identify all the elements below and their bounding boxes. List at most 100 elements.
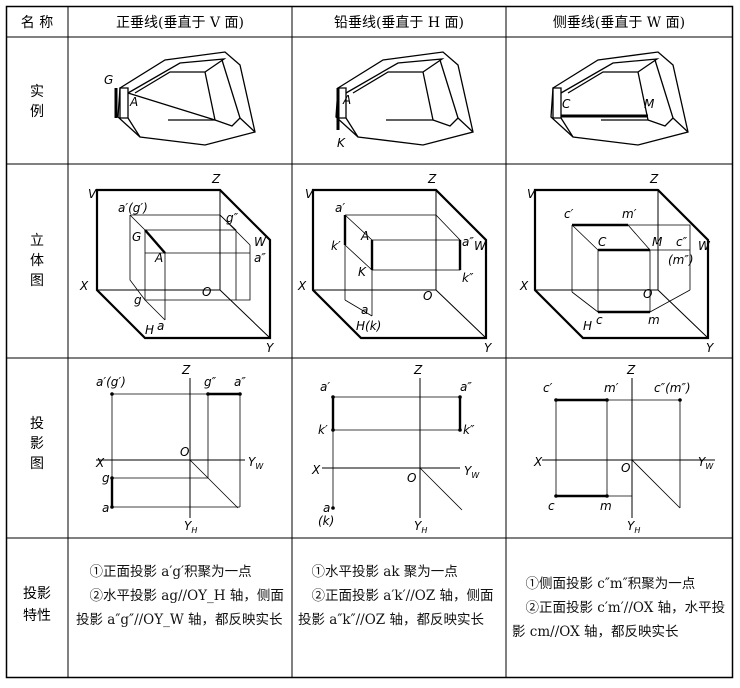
s3-M: M xyxy=(652,235,663,249)
p2-a1: a′ xyxy=(320,380,330,394)
label-A: A xyxy=(129,95,138,109)
s2-k2: k″ xyxy=(462,271,474,285)
desc-col3: ①侧面投影 c″m″积聚为一点 ②正面投影 c′m′//OX 轴，水平投影 cm… xyxy=(512,572,728,644)
proj-diagram-1 xyxy=(96,378,245,518)
p1-g2: g″ xyxy=(204,375,217,389)
row-solid-1: 立 xyxy=(30,233,44,249)
row-proj-2: 影 xyxy=(30,436,44,452)
s2-W: W xyxy=(474,239,487,253)
p3-YW: YW xyxy=(698,455,714,471)
s2-a1: a′ xyxy=(335,201,345,215)
s3-c2: c″ xyxy=(676,235,688,249)
p2-X: X xyxy=(311,463,321,477)
s2-Z: Z xyxy=(427,172,437,186)
p2-YH: YH xyxy=(414,519,427,535)
p2-O: O xyxy=(407,471,416,485)
s3-m: m xyxy=(648,313,660,327)
s1-G: G xyxy=(132,230,141,244)
s3-W: W xyxy=(698,239,711,253)
s1-O: O xyxy=(202,285,211,299)
s2-Hk: H(k) xyxy=(356,319,381,333)
row-prop-2: 特性 xyxy=(23,608,51,624)
s2-X: X xyxy=(297,279,307,293)
p2-k1: k′ xyxy=(318,423,328,437)
p2-k: (k) xyxy=(318,514,334,528)
desc-col2-1: ①水平投影 ak 聚为一点 xyxy=(311,564,458,580)
p3-X: X xyxy=(533,455,543,469)
s1-X: X xyxy=(79,279,89,293)
s2-a: a xyxy=(361,303,368,317)
s2-K: K xyxy=(358,265,367,279)
header-col3: 侧垂线(垂直于 W 面) xyxy=(553,14,685,31)
p3-O: O xyxy=(621,461,630,475)
s2-V: V xyxy=(305,187,314,201)
row-prop-1: 投影 xyxy=(23,586,51,602)
row-proj-3: 图 xyxy=(30,456,44,472)
header-col1: 正垂线(垂直于 V 面) xyxy=(116,14,244,31)
s1-W: W xyxy=(254,235,267,249)
s1-g2: g″ xyxy=(226,211,239,225)
solid-diagram-2 xyxy=(311,188,488,340)
desc-col1-2: ②水平投影 ag//OY_H 轴，侧面投影 a″g″//OY_W 轴，都反映实长 xyxy=(76,588,284,628)
s2-k1: k′ xyxy=(331,239,341,253)
example-solid-2 xyxy=(335,51,474,146)
s1-V: V xyxy=(88,187,97,201)
p1-a: a xyxy=(102,501,109,515)
desc-col3-1: ①侧面投影 c″m″积聚为一点 xyxy=(525,576,696,592)
row-proj-1: 投 xyxy=(30,416,44,432)
header-name: 名 称 xyxy=(21,15,53,31)
desc-col1: ①正面投影 a′g′积聚为一点 ②水平投影 ag//OY_H 轴，侧面投影 a″… xyxy=(76,560,286,632)
p1-ag: a′(g′) xyxy=(96,375,126,389)
p2-Z: Z xyxy=(413,363,423,377)
label-K: K xyxy=(337,136,346,150)
s3-Z: Z xyxy=(649,172,659,186)
p2-a2: a″ xyxy=(460,380,472,394)
desc-col2: ①水平投影 ak 聚为一点 ②正面投影 a′k′//OZ 轴，侧面投影 a″k″… xyxy=(298,560,502,632)
p3-m: m xyxy=(600,499,612,513)
s1-a2: a″ xyxy=(254,251,266,265)
s3-c1: c′ xyxy=(564,207,574,221)
p1-X: X xyxy=(95,456,105,470)
solid-diagram-1 xyxy=(95,188,272,340)
row-solid-2: 体 xyxy=(30,253,44,269)
s3-V: V xyxy=(527,187,536,201)
example-solid-3 xyxy=(550,51,689,146)
s3-C: C xyxy=(598,235,607,249)
table-grid xyxy=(5,5,734,679)
s2-Y: Y xyxy=(484,341,493,355)
p2-k2: k″ xyxy=(463,423,475,437)
desc-col2-2: ②正面投影 a′k′//OZ 轴，侧面投影 a″k″//OZ 轴，都反映实长 xyxy=(298,588,494,628)
row-example-1: 实 xyxy=(30,84,44,100)
s3-m2p: (m″) xyxy=(668,253,694,267)
p1-Z: Z xyxy=(181,363,191,377)
p3-m1: m′ xyxy=(604,381,619,395)
p1-YH: YH xyxy=(184,519,197,535)
p3-Z: Z xyxy=(626,363,636,377)
s3-m1: m′ xyxy=(622,207,637,221)
example-solid-1 xyxy=(117,51,256,146)
s1-H: H xyxy=(145,323,154,337)
s1-Y: Y xyxy=(266,341,275,355)
s2-O: O xyxy=(423,289,432,303)
s1-Z: Z xyxy=(211,172,221,186)
p3-c: c xyxy=(548,499,555,513)
s1-ag: a′(g′) xyxy=(118,201,148,215)
header-col2: 铅垂线(垂直于 H 面) xyxy=(334,14,464,31)
s1-A: A xyxy=(154,251,163,265)
label-M: M xyxy=(644,97,655,111)
p1-O: O xyxy=(180,445,189,459)
row-solid-3: 图 xyxy=(30,273,44,289)
s3-Y: Y xyxy=(706,341,715,355)
p1-YW: YW xyxy=(248,455,264,471)
label-A2: A xyxy=(342,93,351,107)
p3-c2m2: c″(m″) xyxy=(654,381,691,395)
s2-A: A xyxy=(360,229,369,243)
s3-O: O xyxy=(643,287,652,301)
desc-col3-2: ②正面投影 c′m′//OX 轴，水平投影 cm//OX 轴，都反映实长 xyxy=(512,600,726,640)
s2-a2: a″ xyxy=(462,235,474,249)
proj-diagram-3 xyxy=(542,378,715,518)
s3-c: c xyxy=(596,313,603,327)
s3-H: H xyxy=(583,319,592,333)
label-G: G xyxy=(104,73,113,87)
